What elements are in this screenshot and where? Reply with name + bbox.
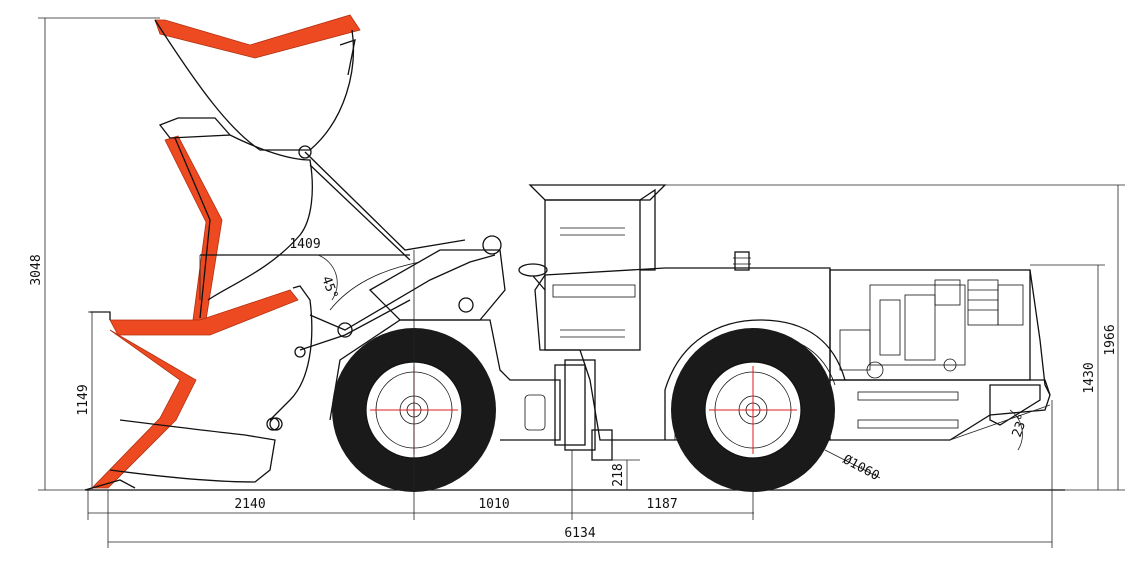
ground-clearance-label: 218	[611, 463, 626, 486]
dump-height-label: 1149	[76, 384, 91, 415]
reach-label: 1409	[289, 237, 320, 252]
overall-length-label: 6134	[564, 526, 595, 541]
engine-assembly	[839, 279, 1024, 379]
dim-total-height: 3048	[29, 17, 160, 491]
dim-departure-angle: 23°	[949, 404, 1051, 451]
dim-overall-length: 6134	[107, 400, 1053, 548]
steering-wheel-icon	[518, 263, 548, 277]
dim-tire-diameter: Ø1060	[824, 449, 882, 484]
total-height-label: 3048	[29, 254, 44, 285]
dim-cab-height: 1966	[665, 184, 1125, 490]
hinge-rear-axle-label: 1187	[646, 497, 677, 512]
dim-length-chain: 2140 1010 1187	[87, 450, 754, 520]
dim-ground-clearance: 218	[600, 459, 640, 490]
bucket-raised-middle	[158, 117, 313, 321]
front-overhang-label: 2140	[234, 497, 265, 512]
front-frame	[329, 319, 586, 446]
dim-body-height: 1430	[1030, 264, 1125, 491]
bucket-raised-top	[154, 14, 361, 159]
dim-dump-height: 1149	[76, 311, 110, 490]
bucket-carry-position	[84, 417, 283, 491]
front-axle-hinge-label: 1010	[478, 497, 509, 512]
rear-wheel	[671, 328, 835, 492]
tire-diameter-label: Ø1060	[840, 452, 882, 484]
dim-reach: 1409 45°	[199, 237, 415, 520]
body-height-label: 1430	[1082, 362, 1097, 393]
cab-height-label: 1966	[1103, 324, 1118, 355]
